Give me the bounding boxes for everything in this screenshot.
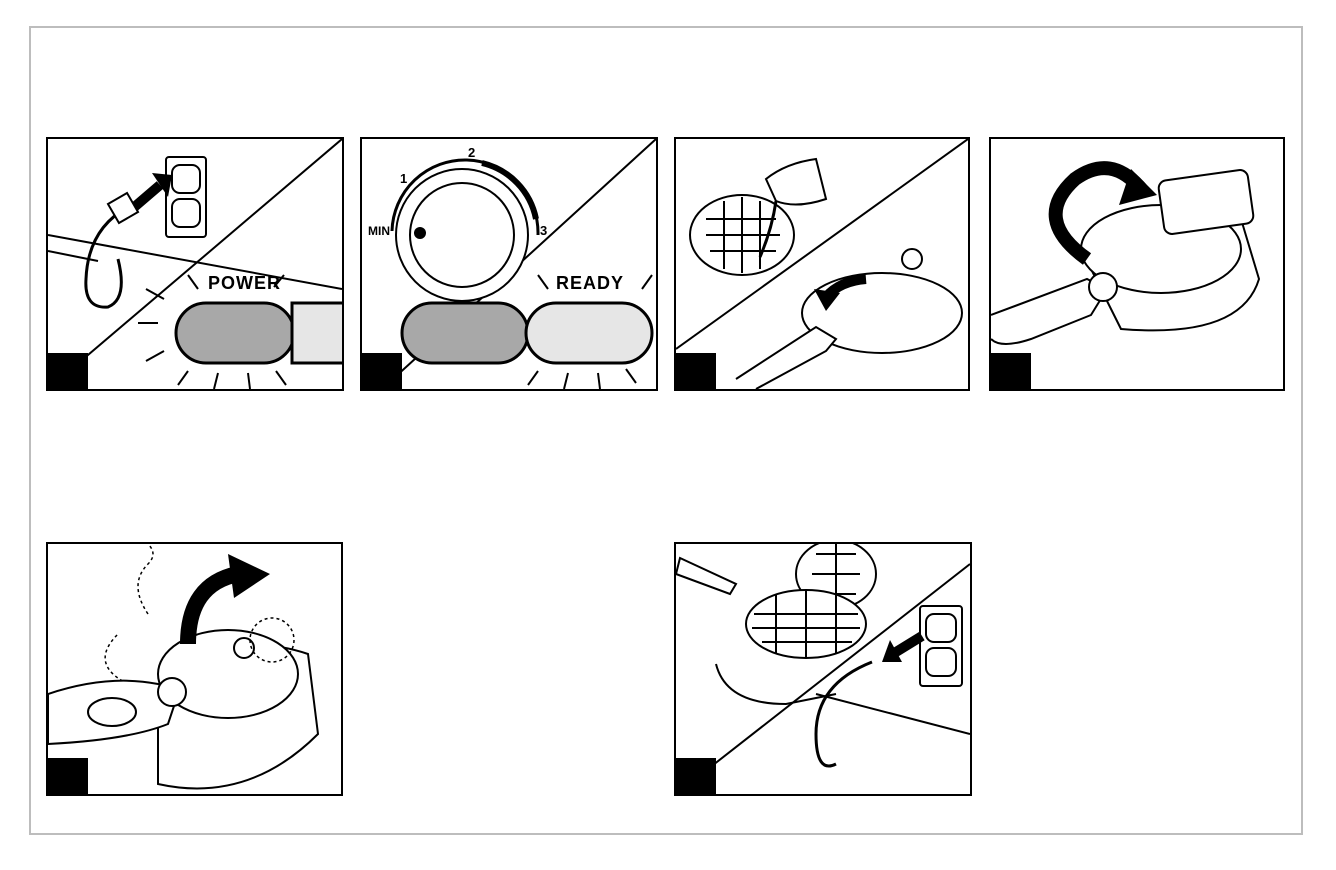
step-number-badge-5	[48, 758, 88, 794]
flip-illustration	[991, 139, 1283, 389]
open-lid-illustration	[48, 544, 341, 794]
step-panel-1: POWER	[46, 137, 344, 391]
dial-2-label: 2	[468, 145, 475, 160]
remove-waffle-illustration	[676, 544, 970, 794]
browning-dial-icon	[392, 160, 538, 301]
plug-in-illustration: POWER	[48, 139, 342, 389]
dial-1-label: 1	[400, 171, 407, 186]
step-panel-4	[989, 137, 1285, 391]
wall-outlet-icon	[920, 606, 962, 686]
step-number-badge-3	[676, 353, 716, 389]
wall-outlet-icon	[166, 157, 206, 237]
step-number-badge-1	[48, 353, 88, 389]
dial-illustration: MIN 1 2 3 READY	[362, 139, 656, 389]
step-panel-5	[46, 542, 343, 796]
ready-label: READY	[556, 273, 624, 293]
step-number-badge-2	[362, 353, 402, 389]
step-number-badge-6	[676, 758, 716, 794]
dial-3-label: 3	[540, 223, 547, 238]
pour-batter-illustration	[676, 139, 968, 389]
power-label: POWER	[208, 273, 281, 293]
step-panel-2: MIN 1 2 3 READY	[360, 137, 658, 391]
arrow-icon	[882, 636, 922, 662]
dial-min-label: MIN	[368, 224, 390, 238]
step-panel-6	[674, 542, 972, 796]
step-panel-3	[674, 137, 970, 391]
step-number-badge-4	[991, 353, 1031, 389]
